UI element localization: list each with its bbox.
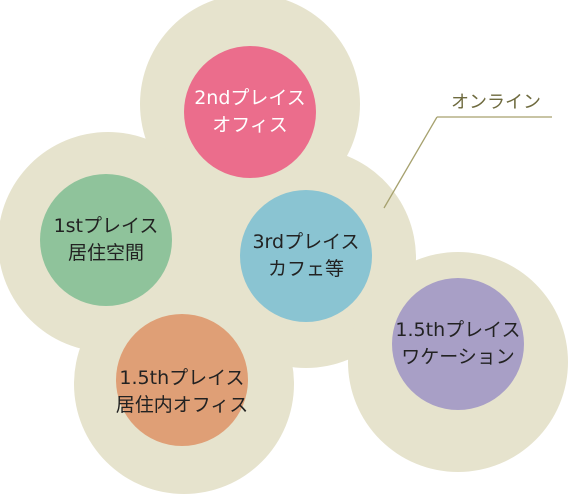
label-1st-place-line2: 居住空間	[67, 242, 144, 264]
label-1-5th-workation-line2: ワケーション	[401, 346, 515, 368]
label-1-5th-workation-line1: 1.5thプレイス	[395, 319, 521, 341]
label-1-5th-home-office-line2: 居住内オフィス	[115, 394, 249, 416]
label-1-5th-home-office: 1.5thプレイス 居住内オフィス	[102, 364, 262, 420]
circle-3rd-place	[240, 190, 372, 322]
label-3rd-place-line2: カフェ等	[267, 258, 344, 280]
online-label: オンライン	[451, 92, 541, 113]
circle-1-5th-workation	[392, 278, 524, 410]
circle-1st-place	[40, 174, 172, 306]
label-1-5th-workation: 1.5thプレイス ワケーション	[383, 316, 533, 372]
label-1-5th-home-office-line1: 1.5thプレイス	[119, 367, 245, 389]
circle-2nd-place	[184, 46, 316, 178]
label-3rd-place-line1: 3rdプレイス	[252, 231, 360, 253]
label-1st-place: 1stプレイス 居住空間	[41, 212, 171, 268]
circle-1-5th-home-office	[116, 314, 248, 446]
online-leader-line	[383, 116, 438, 209]
place-circles	[40, 46, 524, 446]
label-2nd-place-line2: オフィス	[212, 114, 288, 136]
label-1st-place-line1: 1stプレイス	[53, 215, 159, 237]
label-2nd-place-line1: 2ndプレイス	[194, 87, 306, 109]
label-2nd-place: 2ndプレイス オフィス	[185, 84, 315, 140]
label-3rd-place: 3rdプレイス カフェ等	[241, 228, 371, 284]
